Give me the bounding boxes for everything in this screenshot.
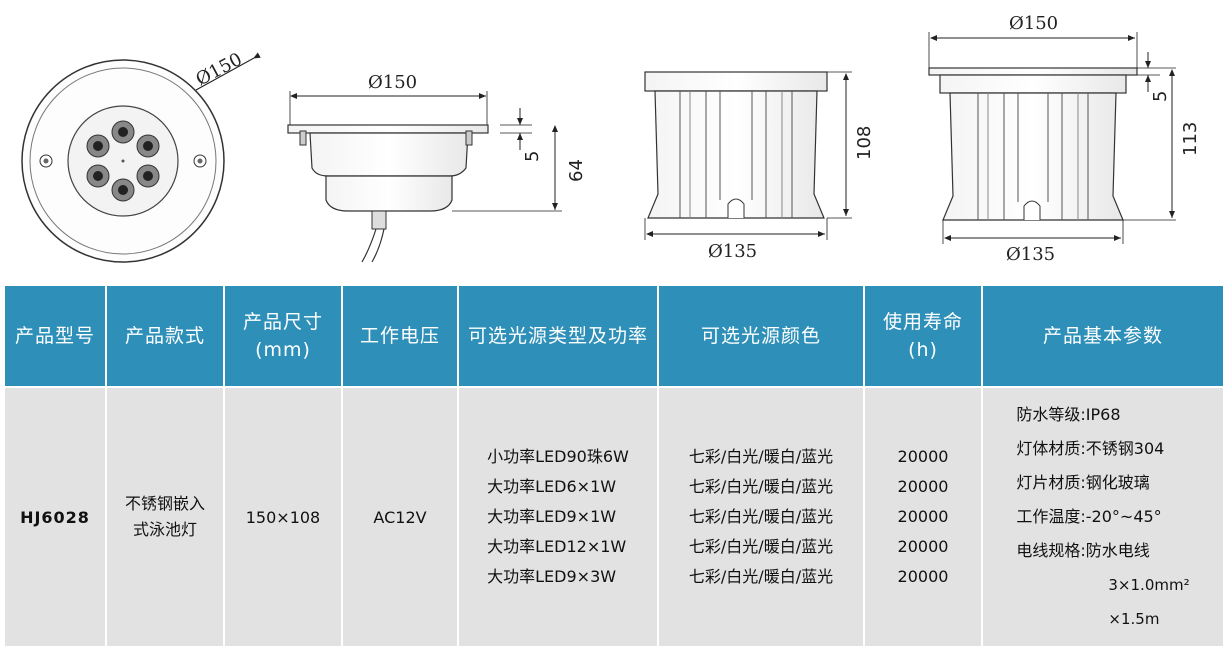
header-model: 产品型号	[3, 284, 107, 388]
side-view-drawing: Ø150 5 64	[287, 72, 587, 263]
right-view-top-diameter-label: Ø150	[1009, 13, 1058, 34]
params-cell: 防水等级:IP68 灯体材质:不锈钢304 灯片材质:钢化玻璃 工作温度:-20…	[981, 386, 1225, 648]
param-cable-size: 3×1.0mm²	[1108, 576, 1190, 594]
color-item: 七彩/白光/暖白/蓝光	[688, 567, 834, 586]
header-size: 产品尺寸 (mm)	[223, 284, 343, 388]
spec-table: 产品型号 产品款式 产品尺寸 (mm) 工作电压 可选光源类型及功率 可选光源颜…	[3, 284, 1225, 648]
light-source-item: 大功率LED6×1W	[487, 477, 617, 496]
header-voltage: 工作电压	[341, 284, 459, 388]
top-view-drawing: Ø150	[21, 49, 261, 263]
header-row: 产品型号 产品款式 产品尺寸 (mm) 工作电压 可选光源类型及功率 可选光源颜…	[3, 284, 1225, 388]
technical-drawings: Ø150 Ø150 5 64	[21, 13, 1201, 265]
light-source-cell: 小功率LED90珠6W 大功率LED6×1W 大功率LED9×1W 大功率LED…	[457, 386, 659, 648]
front-view-drawing: 108 Ø135	[644, 71, 875, 262]
right-view-drawing: Ø150 5 113 Ø135	[928, 13, 1201, 265]
param-waterproof: 防水等级:IP68	[1016, 405, 1121, 424]
life-item: 20000	[897, 567, 949, 586]
color-item: 七彩/白光/暖白/蓝光	[688, 447, 834, 466]
side-view-height-label: 64	[566, 159, 587, 182]
header-colors: 可选光源颜色	[657, 284, 865, 388]
top-view-diameter-label: Ø150	[192, 49, 245, 91]
right-view-height-label: 113	[1180, 122, 1201, 156]
front-view-height-label: 108	[854, 126, 875, 160]
color-item: 七彩/白光/暖白/蓝光	[688, 477, 834, 496]
light-source-item: 大功率LED12×1W	[487, 537, 627, 556]
param-cable: 电线规格:防水电线	[1016, 541, 1150, 560]
color-item: 七彩/白光/暖白/蓝光	[688, 507, 834, 526]
life-item: 20000	[897, 477, 949, 496]
header-size-line1: 产品尺寸	[242, 311, 323, 333]
style-cell: 不锈钢嵌入 式泳池灯	[105, 386, 225, 648]
param-cable-length: ×1.5m	[1108, 610, 1160, 628]
header-life-line2: (h)	[908, 339, 938, 361]
life-item: 20000	[897, 537, 949, 556]
light-source-item: 大功率LED9×1W	[487, 507, 617, 526]
style-line1: 不锈钢嵌入	[124, 494, 205, 513]
light-source-item: 小功率LED90珠6W	[487, 447, 629, 466]
header-style: 产品款式	[105, 284, 225, 388]
side-view-flange-label: 5	[522, 151, 543, 162]
right-view-flange-label: 5	[1150, 91, 1171, 102]
style-line2: 式泳池灯	[132, 520, 197, 539]
param-glass: 灯片材质:钢化玻璃	[1016, 473, 1150, 492]
front-view-diameter-label: Ø135	[708, 241, 757, 262]
side-view-diameter-label: Ø150	[368, 72, 417, 93]
header-life-line1: 使用寿命	[882, 311, 963, 333]
header-size-line2: (mm)	[255, 339, 311, 361]
voltage-cell: AC12V	[341, 386, 459, 648]
size-cell: 150×108	[223, 386, 343, 648]
param-body: 灯体材质:不锈钢304	[1016, 439, 1165, 458]
life-item: 20000	[897, 507, 949, 526]
table-row: HJ6028 不锈钢嵌入 式泳池灯 150×108 AC12V 小功率LED90…	[3, 386, 1225, 648]
param-temperature: 工作温度:-20°~45°	[1016, 507, 1162, 526]
header-life: 使用寿命 (h)	[863, 284, 983, 388]
right-view-bottom-diameter-label: Ø135	[1006, 244, 1055, 265]
header-light-source: 可选光源类型及功率	[457, 284, 659, 388]
light-source-item: 大功率LED9×3W	[487, 567, 617, 586]
life-item: 20000	[897, 447, 949, 466]
color-item: 七彩/白光/暖白/蓝光	[688, 537, 834, 556]
model-cell: HJ6028	[3, 386, 107, 648]
header-params: 产品基本参数	[981, 284, 1225, 388]
led-lenses	[86, 120, 160, 202]
colors-cell: 七彩/白光/暖白/蓝光 七彩/白光/暖白/蓝光 七彩/白光/暖白/蓝光 七彩/白…	[657, 386, 865, 648]
life-cell: 20000 20000 20000 20000 20000	[863, 386, 983, 648]
